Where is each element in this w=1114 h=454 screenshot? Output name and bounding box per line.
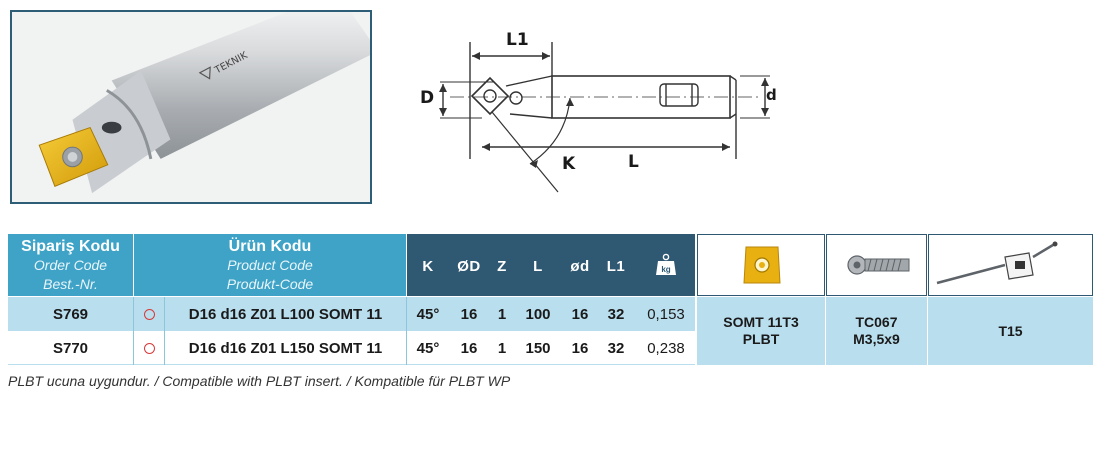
radio-circle-icon [143, 308, 155, 320]
dim-label-l1: L1 [506, 30, 529, 50]
table-row-2-order-code: S770 [52, 340, 89, 357]
header-product-code-en: Product Code [227, 256, 313, 273]
radio-circle-icon [143, 343, 155, 354]
table-row-1-od-major: 16 [460, 305, 478, 323]
accessory-screw-text: TC067 M3,5x9 [826, 297, 927, 365]
accessory-key-image-box [928, 234, 1093, 296]
screw-icon [847, 255, 910, 275]
header-param-k: K [413, 254, 443, 278]
dim-label-l: L [628, 152, 639, 172]
dim-label-d-major: D [420, 88, 435, 108]
table-row-2-l1: 32 [607, 340, 625, 357]
product-photo: TEKNIK [10, 10, 372, 204]
table-row-1-product-code: D16 d16 Z01 L100 SOMT 11 [188, 305, 383, 323]
table-row-2-weight: 0,238 [647, 340, 685, 357]
table-row-1-bg [8, 297, 695, 331]
header-order-code-de: Best.-Nr. [43, 275, 98, 292]
accessory-key-line1: T15 [998, 322, 1023, 339]
table-row-2-product-code: D16 d16 Z01 L150 SOMT 11 [188, 340, 383, 357]
dim-label-k: K [562, 154, 576, 174]
table-row-1-k: 45° [416, 305, 440, 323]
table-row-1-l1: 32 [607, 305, 625, 323]
header-param-od-minor: ød [563, 254, 597, 278]
weight-icon-label: kg [661, 265, 670, 274]
accessory-insert-line1: SOMT 11T3 [723, 314, 799, 330]
accessory-insert-image-box [697, 234, 825, 296]
table-row-2-bg [8, 332, 695, 365]
product-table: Sipariş Kodu Order Code Best.-Nr. Ürün K… [8, 234, 1093, 366]
table-row-1-select[interactable] [134, 297, 164, 331]
table-row-2-od-major: 16 [460, 340, 478, 357]
insert-icon [743, 246, 781, 284]
accessory-screw-line1: TC067 [855, 314, 898, 330]
weight-icon: kg [648, 248, 684, 282]
table-row-2-select[interactable] [134, 332, 164, 365]
dim-label-d-minor: d [766, 86, 777, 104]
table-row-1-order-code: S769 [52, 305, 89, 323]
header-product-code-tr: Ürün Kodu [228, 237, 312, 255]
technical-drawing: L1 D d K L [410, 14, 800, 204]
header-order-code-tr: Sipariş Kodu [21, 237, 120, 255]
table-row-1-z: 1 [497, 305, 507, 323]
accessory-key-text: T15 [928, 297, 1093, 365]
torx-key-icon [936, 241, 1058, 285]
header-param-l1: L1 [601, 254, 631, 278]
table-row-2-z: 1 [497, 340, 507, 357]
table-row-1-l: 100 [525, 305, 551, 323]
accessory-insert-line2: PLBT [742, 331, 780, 347]
accessory-screw-line2: M3,5x9 [853, 331, 900, 347]
table-row-2-l: 150 [525, 340, 551, 357]
header-param-od-major: ØD [452, 254, 486, 278]
header-order-code-en: Order Code [33, 256, 108, 273]
header-product-code: Ürün Kodu Product Code Produkt-Code [134, 234, 406, 296]
footnote: PLBT ucuna uygundur. / Compatible with P… [8, 373, 511, 389]
header-order-code: Sipariş Kodu Order Code Best.-Nr. [8, 234, 133, 296]
boring-bar-image: TEKNIK [13, 12, 370, 202]
accessory-insert-text: SOMT 11T3 PLBT [697, 297, 825, 365]
accessory-screw-image-box [826, 234, 927, 296]
header-product-code-de: Produkt-Code [226, 275, 314, 292]
table-row-2-od-minor: 16 [571, 340, 589, 357]
table-row-1-od-minor: 16 [571, 305, 589, 323]
table-row-1-weight: 0,153 [647, 305, 685, 323]
table-row-2-k: 45° [416, 340, 440, 357]
header-param-l: L [520, 254, 556, 278]
header-param-z: Z [491, 254, 513, 278]
